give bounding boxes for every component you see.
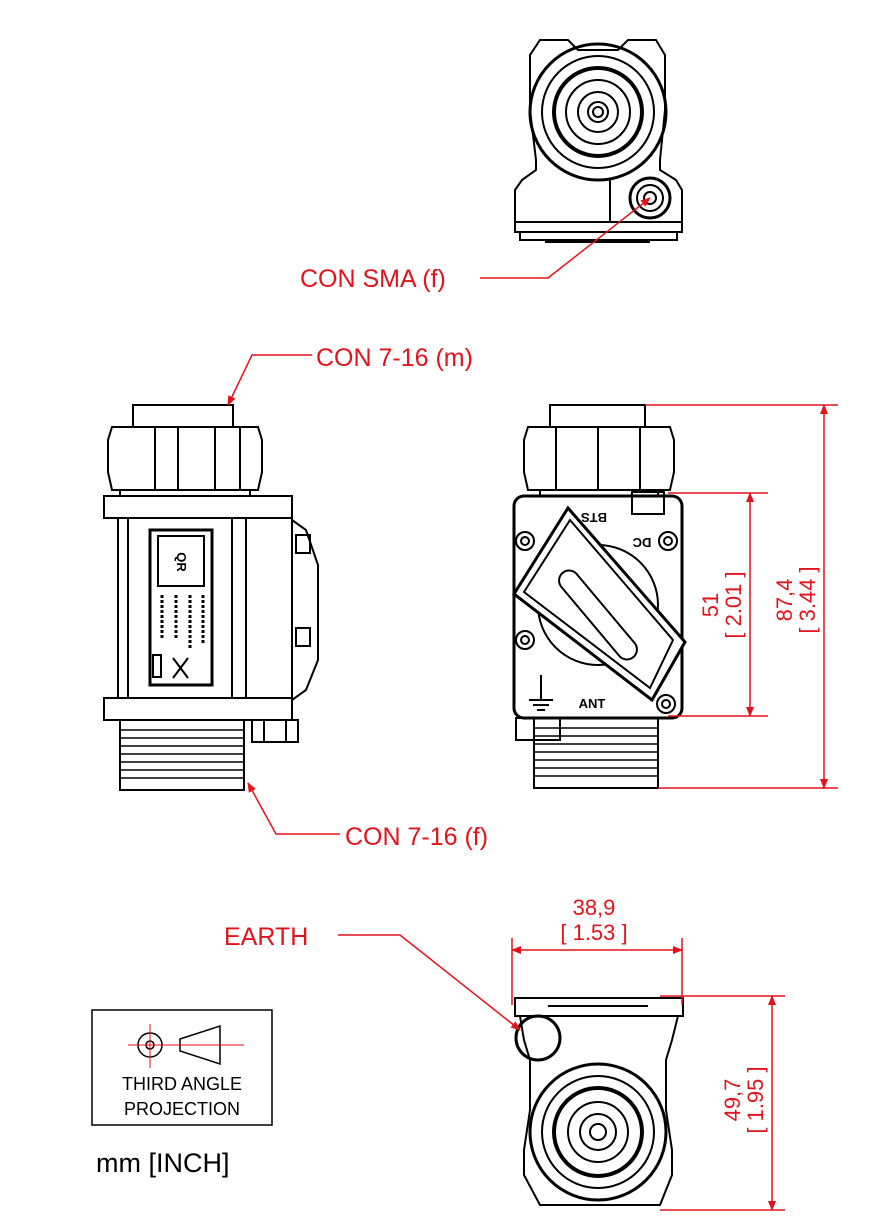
units-label: mm [INCH]	[96, 1148, 229, 1178]
dc-mark: DC	[632, 535, 651, 550]
con-sma-label: CON SMA (f)	[300, 265, 446, 293]
con-716-f-label: CON 7-16 (f)	[345, 823, 488, 851]
projection-box: THIRD ANGLE PROJECTION	[91, 1009, 273, 1126]
earth-ground-icon	[529, 675, 553, 711]
dim-depth-mm: 49,7	[720, 1079, 745, 1122]
ant-mark: ANT	[579, 696, 606, 711]
dim-width-inch: [ 1.53 ]	[560, 920, 627, 945]
bottom-view	[514, 997, 684, 1206]
dim-depth-inch: [ 1.95 ]	[743, 1066, 768, 1133]
bts-mark: BTS	[581, 510, 607, 525]
dim-overall-height-inch: [ 3.44 ]	[795, 566, 820, 633]
projection-line2: PROJECTION	[124, 1099, 240, 1119]
projection-line1: THIRD ANGLE	[122, 1074, 242, 1094]
plate-text-lines	[160, 595, 205, 650]
front-view	[512, 404, 687, 789]
dim-body-height-mm: 51	[698, 593, 723, 617]
qr-mark: QR	[174, 552, 189, 572]
side-view	[103, 404, 319, 791]
dim-width-mm: 38,9	[573, 895, 616, 920]
earth-label: EARTH	[224, 923, 308, 951]
annotations	[227, 197, 838, 1211]
con-716-m-label: CON 7-16 (m)	[316, 344, 473, 372]
top-view	[514, 39, 683, 243]
dim-body-height-inch: [ 2.01 ]	[721, 571, 746, 638]
dim-overall-height-mm: 87,4	[772, 579, 797, 622]
